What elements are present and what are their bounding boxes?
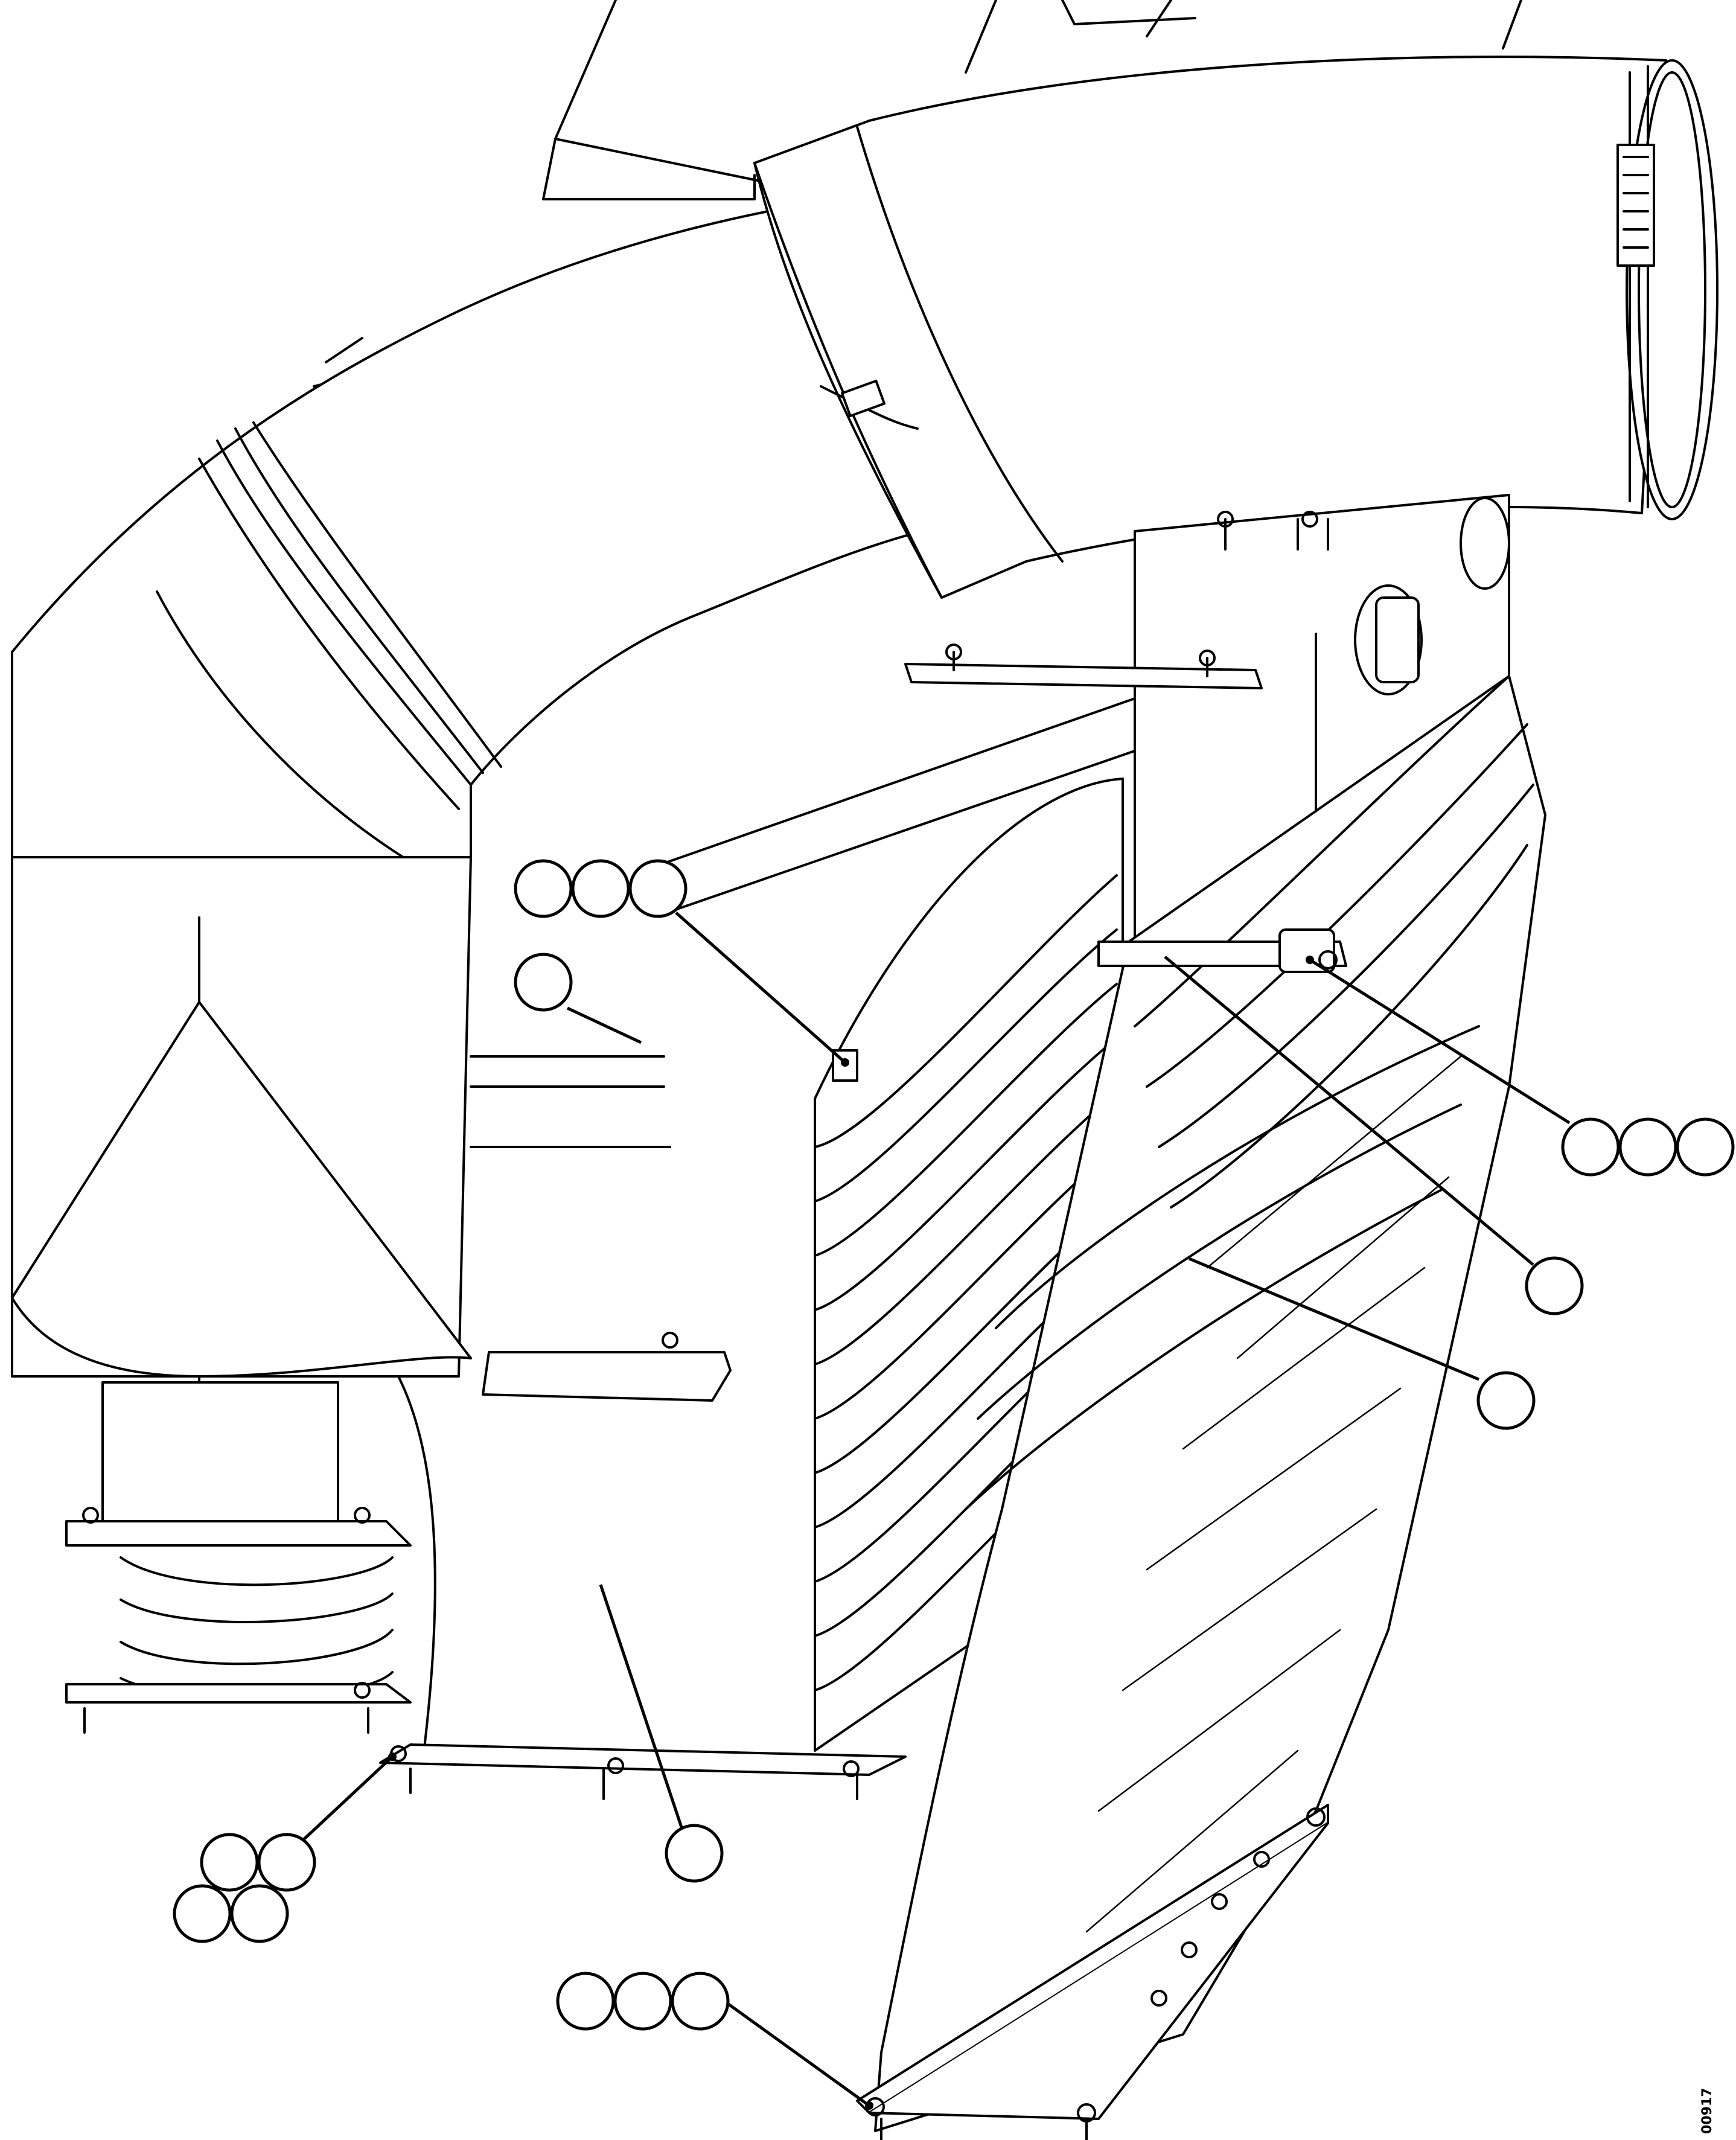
callout-3 xyxy=(1306,956,1735,1177)
housing-bolts xyxy=(1217,511,1329,551)
vertical-housing xyxy=(11,693,1160,1390)
side-housing xyxy=(1134,494,1510,943)
upper-housing xyxy=(313,0,1522,388)
callout-1 xyxy=(514,859,849,1067)
callout-2 xyxy=(514,953,642,1044)
left-bellows xyxy=(65,1381,412,1734)
callout-6 xyxy=(599,1584,724,1883)
callout-8 xyxy=(556,1972,873,2110)
drawing-reference-code: 00917 xyxy=(1700,2087,1715,2134)
callout-4 xyxy=(1164,956,1584,1315)
callout-5 xyxy=(1189,1257,1536,1430)
right-bellows xyxy=(856,675,1546,2140)
callouts xyxy=(173,859,1735,2110)
curved-duct xyxy=(11,56,1718,904)
mounting-brackets xyxy=(482,644,1347,1402)
callout-7 xyxy=(173,1752,397,1943)
